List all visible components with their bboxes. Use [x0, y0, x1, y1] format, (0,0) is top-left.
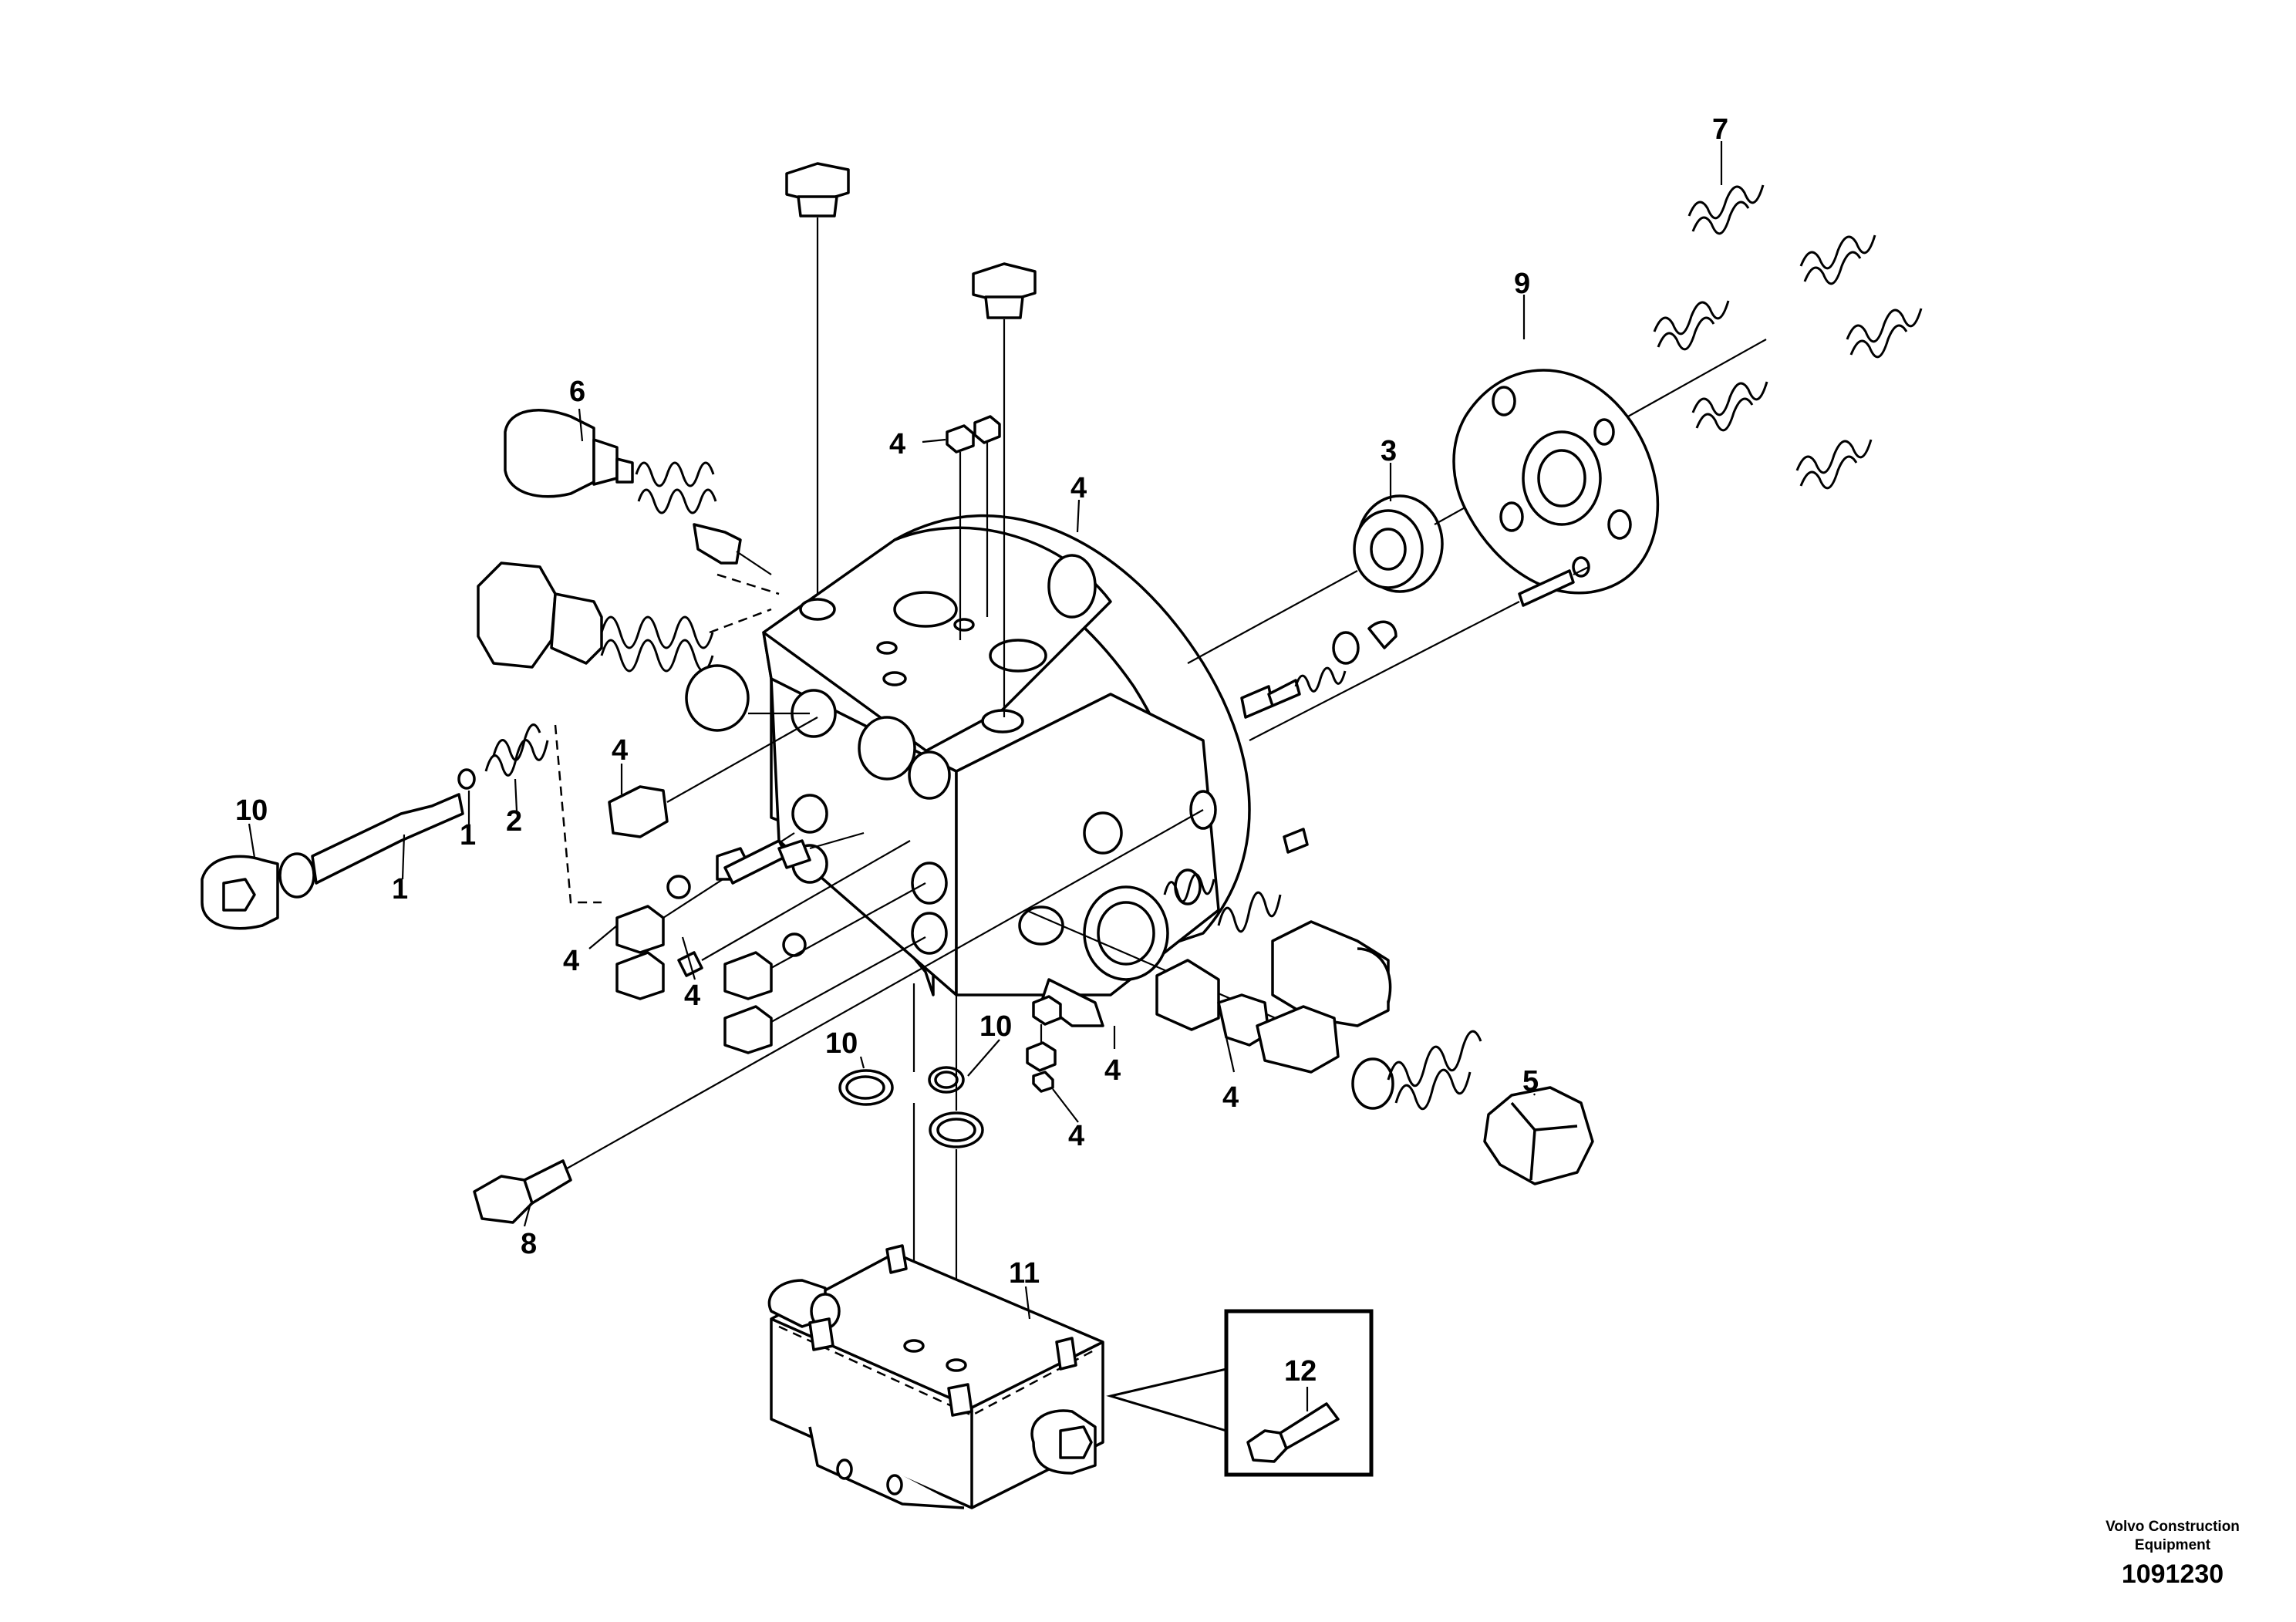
label-4-housing: 4 [1070, 472, 1087, 504]
top-plug-left [785, 162, 850, 594]
label-5: 5 [1522, 1065, 1539, 1098]
label-4-top-screw: 4 [889, 428, 905, 460]
label-4-bottom-a: 4 [1104, 1054, 1121, 1087]
label-10-oring-a: 10 [825, 1027, 858, 1060]
part-labels: 7 9 3 6 4 4 4 10 1 1 2 4 4 10 10 4 4 4 5… [235, 113, 1728, 1388]
label-7: 7 [1712, 113, 1728, 146]
label-6: 6 [569, 376, 585, 408]
right-small-parts [1240, 566, 1590, 854]
valve-housing [762, 514, 1251, 1027]
label-4-plug-left: 4 [612, 734, 628, 767]
leader-lines [248, 141, 1723, 1320]
label-3: 3 [1381, 435, 1397, 467]
large-plug-left [477, 561, 810, 732]
label-4-front-a: 4 [563, 945, 579, 977]
label-4-front-b: 4 [684, 980, 700, 1012]
label-2: 2 [506, 805, 522, 838]
label-1-left: 1 [392, 873, 408, 905]
relief-valve-6 [504, 409, 772, 575]
brand-line-2: Equipment [2135, 1537, 2211, 1553]
label-10-left: 10 [235, 794, 268, 827]
detail-box-12 [1106, 1309, 1374, 1477]
label-12: 12 [1284, 1355, 1317, 1388]
spool-assembly-left [201, 573, 780, 930]
valve-block-11 [767, 1244, 1104, 1509]
springs-7 [1653, 184, 1923, 490]
document-number: 1091230 [2122, 1560, 2224, 1589]
orings-10 [838, 983, 984, 1357]
small-screws-top [922, 415, 1001, 640]
bolt-8 [473, 809, 1204, 1224]
footer: Volvo Construction Equipment 1091230 [2106, 1519, 2240, 1589]
label-11: 11 [1009, 1257, 1040, 1290]
brand-line-1: Volvo Construction [2106, 1519, 2240, 1535]
right-spool-assembly [1025, 873, 1594, 1185]
label-8: 8 [521, 1228, 537, 1260]
label-4-bottom-b: 4 [1222, 1081, 1239, 1114]
label-1-right: 1 [460, 819, 476, 851]
bearing-3 [1187, 339, 1767, 664]
label-9: 9 [1514, 268, 1530, 300]
top-plug-middle [972, 262, 1037, 717]
bottom-screw-4 [1026, 995, 1062, 1093]
label-10-oring-b: 10 [979, 1010, 1012, 1043]
plate-9 [1452, 369, 1659, 595]
label-4-bottom-screw: 4 [1068, 1120, 1084, 1152]
